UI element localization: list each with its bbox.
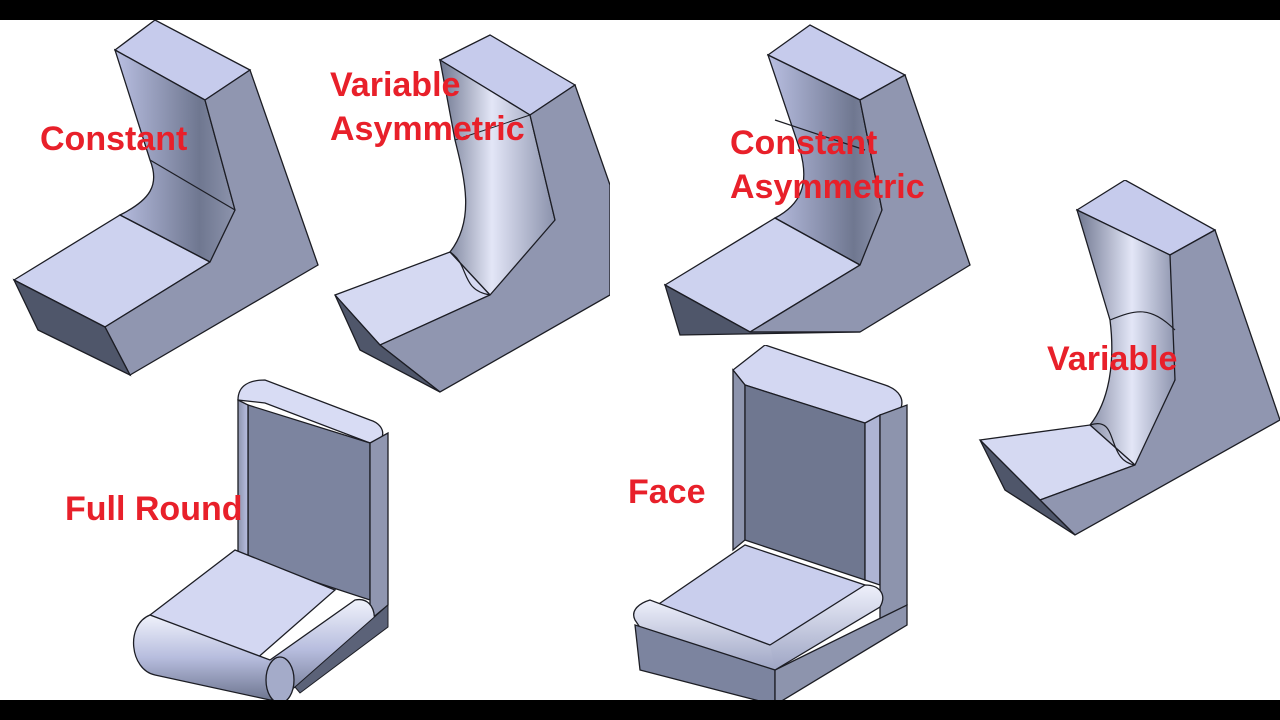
- variable-label: Variable: [1047, 340, 1178, 378]
- full-round-label: Full Round: [65, 490, 243, 528]
- variable-asymmetric-label-line2: Asymmetric: [330, 110, 525, 148]
- constant-fillet-part: [12, 20, 319, 377]
- constant-asymmetric-label-line1: Constant: [730, 124, 878, 162]
- face-fillet-part: [633, 345, 908, 700]
- variable-asymmetric-fillet-part: [333, 34, 610, 393]
- full-round-fillet-part: [133, 379, 389, 700]
- variable-asymmetric-label-line1: Variable: [330, 66, 461, 104]
- fillet-types-diagram: Constant Variable Asymmetric Constant As…: [0, 20, 1280, 700]
- face-label: Face: [628, 473, 706, 511]
- constant-label: Constant: [40, 120, 188, 158]
- constant-asymmetric-fillet-part: [663, 24, 971, 336]
- constant-asymmetric-label-line2: Asymmetric: [730, 168, 925, 206]
- variable-fillet-part: [978, 180, 1280, 536]
